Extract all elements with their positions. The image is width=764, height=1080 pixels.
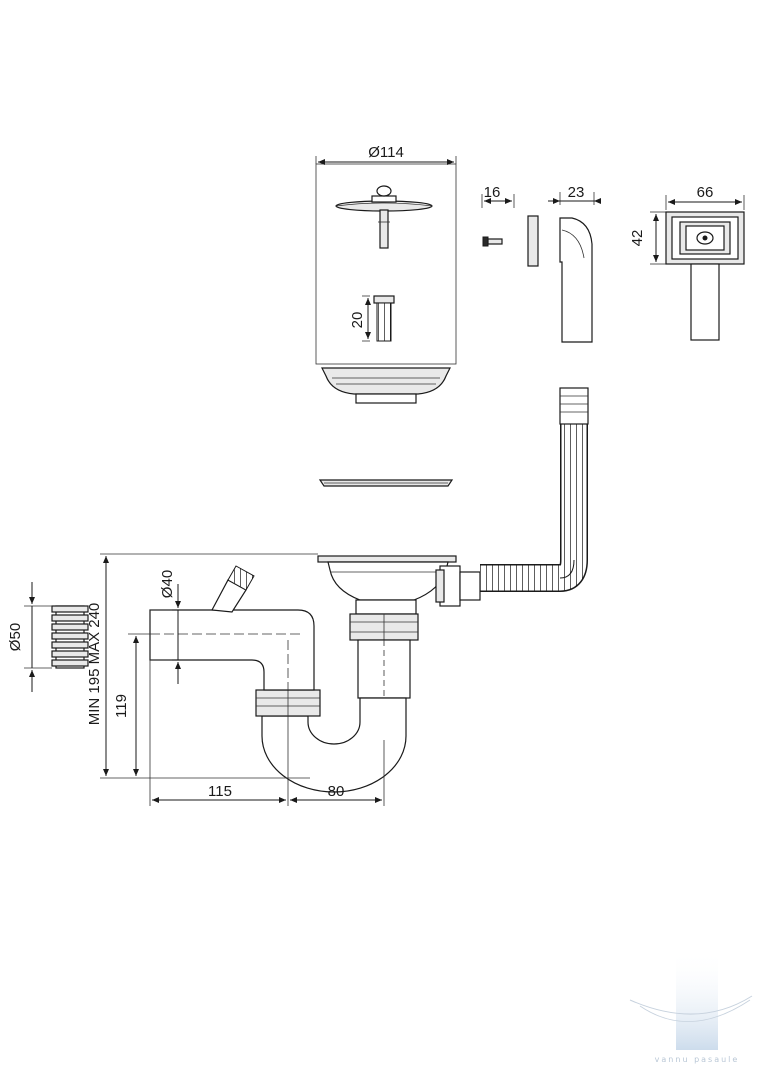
outlet-height-label: 119 — [113, 694, 130, 718]
overflow-cap — [559, 217, 593, 343]
screw-width-label: 16 — [484, 184, 501, 201]
watermark-logo: vannu pasaule — [629, 950, 753, 1064]
cap-width-label: 23 — [568, 184, 585, 201]
strainer-detail: Ø114 20 — [315, 144, 457, 404]
strainer-plug — [335, 185, 433, 249]
overflow-head-detail: 66 42 — [629, 184, 745, 341]
branch-spigot — [211, 565, 255, 613]
outlet-elbow — [149, 609, 315, 691]
cap-detail: 23 — [527, 184, 601, 343]
screw-detail: 16 — [481, 184, 515, 247]
seal-diameter-label: Ø50 — [7, 623, 24, 651]
siphon-assembly — [149, 387, 589, 793]
outlet-diameter-label: Ø40 — [159, 570, 176, 598]
watermark-bar — [676, 950, 718, 1050]
cap-gasket — [527, 215, 539, 267]
strainer-diameter-label: Ø114 — [368, 144, 404, 161]
seal-detail: Ø50 — [7, 582, 89, 692]
height-range-label: MIN 195 MAX 240 — [86, 603, 103, 726]
trap-offset-label: 80 — [328, 783, 345, 800]
drain-body — [327, 561, 449, 601]
bolt-length-label: 20 — [349, 312, 366, 329]
main-dimensions: Ø40 MIN 195 MAX 240 119 115 80 — [86, 553, 385, 806]
flat-gasket — [318, 479, 454, 487]
u-bend — [261, 697, 407, 793]
sink-plate — [317, 555, 457, 563]
overflow-height-label: 42 — [629, 230, 646, 247]
horizontal-offset-label: 115 — [208, 783, 232, 800]
threaded-bolt: 20 — [349, 295, 395, 342]
strainer-basket — [321, 367, 451, 404]
overflow-width-label: 66 — [697, 184, 714, 201]
watermark-text: vannu pasaule — [655, 1055, 740, 1064]
